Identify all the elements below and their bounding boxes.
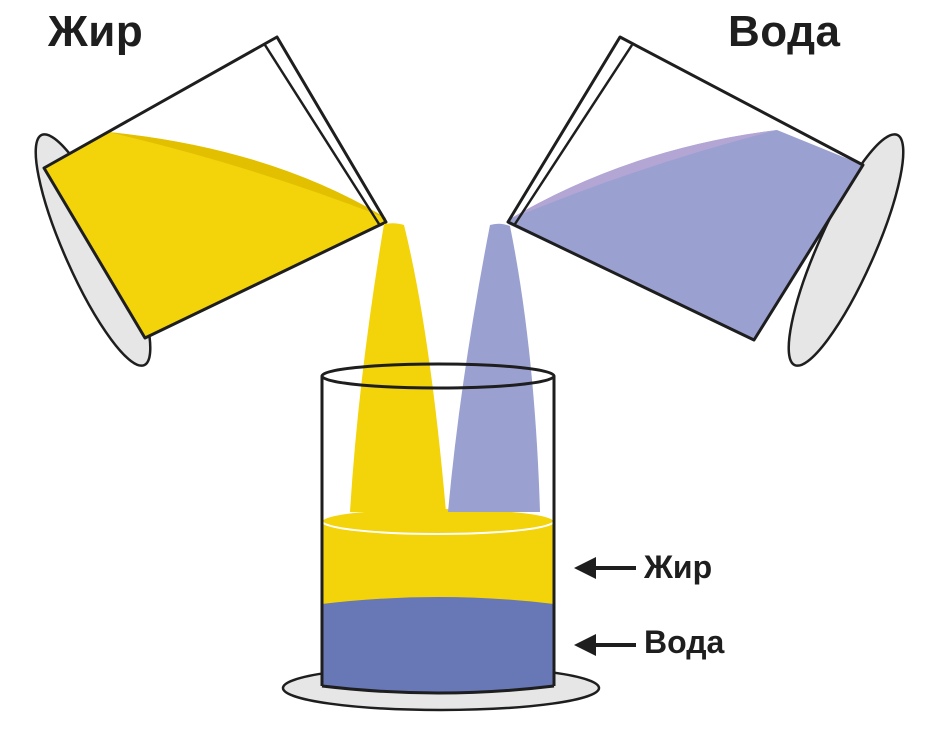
left-vessel-mouth [263,44,381,225]
label-water-layer: Вода [644,624,725,660]
water-arrow [574,634,636,656]
fat-layer [322,520,554,604]
water-stream [448,223,540,512]
fat-arrow [574,557,636,579]
glass-rim [320,362,556,390]
right-vessel-outline [506,35,865,342]
glass-bottom-edge [321,684,555,695]
title-water: Вода [728,7,841,56]
left-vessel-outline [42,35,388,340]
right-vessel-base [787,133,905,367]
label-fat-layer: Жир [644,549,713,585]
fat-stream [350,223,446,512]
title-fat: Жир [48,7,144,56]
water-layer [322,595,554,693]
receiving-glass [281,223,601,712]
left-pouring-vessel [34,35,388,367]
right-vessel-mouth [513,44,634,225]
right-pouring-vessel [506,35,905,367]
